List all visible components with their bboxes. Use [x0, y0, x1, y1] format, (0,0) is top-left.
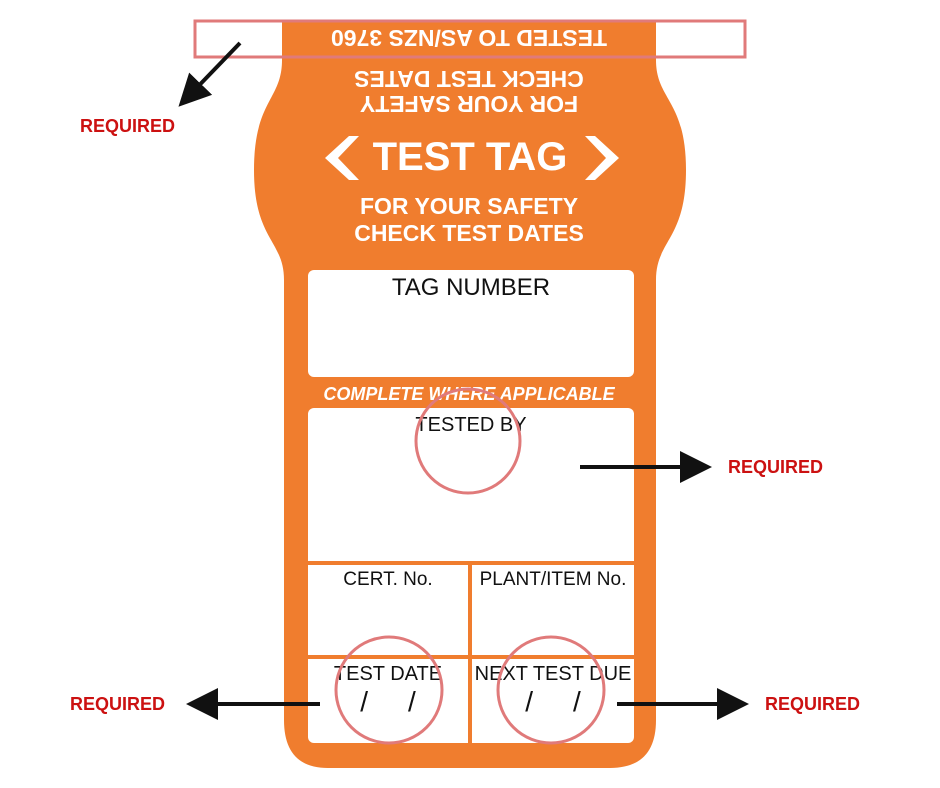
tag-title: TEST TAG — [372, 135, 568, 179]
plant-label: PLANT/ITEM No. — [479, 569, 627, 590]
tested-by-box: TESTED BY — [308, 408, 634, 561]
required-label-tested-by: REQUIRED — [728, 457, 824, 477]
plant-box: PLANT/ITEM No. — [472, 565, 634, 655]
line-1: FOR YOUR SAFETY — [359, 193, 579, 219]
required-label-next-test: REQUIRED — [765, 694, 861, 714]
highlight-circle-tested-by — [414, 387, 522, 495]
tag-number-label: TAG NUMBER — [391, 274, 551, 301]
tag-number-box: TAG NUMBER — [308, 270, 634, 377]
required-label-test-date: REQUIRED — [70, 694, 166, 714]
cert-box: CERT. No. — [308, 565, 468, 655]
required-label-top: REQUIRED — [80, 116, 176, 136]
test-date-label: TEST DATE — [333, 663, 443, 685]
line-2: CHECK TEST DATES — [354, 220, 584, 246]
test-date-slashes: // — [360, 686, 416, 717]
next-test-slashes: // — [525, 686, 581, 717]
cert-label: CERT. No. — [343, 569, 433, 590]
safety-text: FOR YOUR SAFETY CHECK TEST DATES — [282, 193, 656, 247]
highlight-circle-next-test — [496, 635, 606, 745]
complete-label: COMPLETE WHERE APPLICABLE — [323, 384, 615, 404]
arrow-top — [178, 41, 242, 107]
chevron-right-icon — [585, 136, 619, 180]
next-test-label: NEXT TEST DUE — [474, 663, 632, 685]
highlight-rectangle — [193, 19, 747, 59]
highlight-circle-test-date — [334, 635, 444, 745]
chevron-left-icon — [325, 136, 359, 180]
tested-by-label: TESTED BY — [415, 414, 527, 436]
